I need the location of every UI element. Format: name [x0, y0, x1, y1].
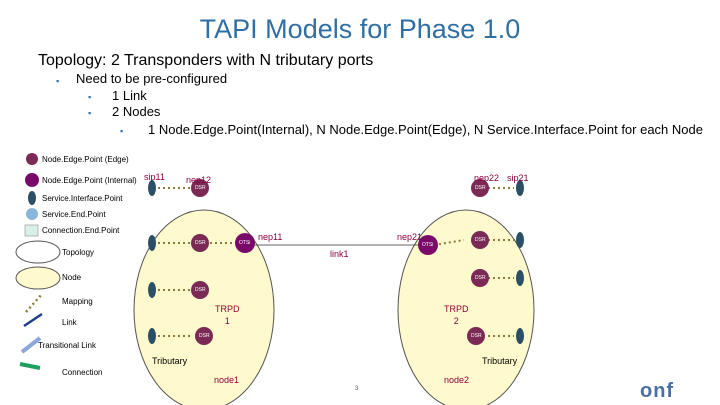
sip-icon [28, 191, 36, 205]
nep12-label: nep12 [186, 175, 212, 185]
nep-edge-icon [471, 269, 489, 287]
sip-icon [516, 270, 524, 286]
nep11-label: nep11 [258, 232, 283, 242]
trpd2-label: TRPD 2 [444, 304, 469, 326]
node-icon [15, 266, 61, 290]
legend-label: Node [62, 273, 82, 282]
nep-edge-icon [195, 327, 213, 345]
nep-internal-icon [418, 235, 438, 255]
tributary-label-right: Tributary [482, 356, 518, 366]
legend-label: Link [62, 318, 77, 327]
nep-edge-icon [471, 179, 489, 197]
nep22-label: nep22 [474, 173, 500, 183]
dsr-label: DSR [195, 287, 206, 293]
dsr-label: DSR [475, 275, 486, 281]
link-icon [23, 312, 43, 328]
legend-label: Node.Edge.Point (Internal) [42, 176, 137, 185]
bullet-1: Need to be pre-configured [76, 71, 228, 86]
nep-edge-icon [467, 327, 485, 345]
sip-icon [148, 328, 156, 344]
bullet-icon: ▪ [120, 126, 124, 136]
bullet-3: 2 Nodes [112, 104, 161, 119]
nep-edge-icon [471, 231, 489, 249]
slide-subtitle: Topology: 2 Transponders with N tributar… [38, 52, 374, 69]
bullet-2: 1 Link [112, 88, 147, 103]
nep-internal-icon [25, 173, 39, 187]
dsr-label: DSR [199, 333, 210, 339]
sip-icon [148, 235, 156, 251]
node1-shape [133, 209, 275, 405]
topology-icon [15, 240, 61, 264]
trpd1-label: TRPD 1 [215, 304, 240, 326]
page-number: 3 [355, 386, 359, 392]
otsi-label: OTSi [422, 242, 434, 248]
dsr-label: DSR [195, 185, 206, 191]
connection-icon [19, 362, 41, 370]
node1-label: node1 [214, 375, 240, 385]
bullet-4: 1 Node.Edge.Point(Internal), N Node.Edge… [148, 122, 703, 137]
nep-edge-icon [191, 281, 209, 299]
transitional-link-icon [20, 336, 42, 354]
bullet-icon: ▪ [56, 76, 60, 86]
node2-label: node2 [444, 375, 470, 385]
sip-icon [516, 232, 524, 248]
legend-label: Mapping [62, 297, 93, 306]
legend-label: Connection.End.Point [42, 226, 120, 235]
nep21-label: nep21 [397, 232, 423, 242]
legend-label: Service.End.Point [42, 210, 106, 219]
tributary-label-left: Tributary [152, 356, 188, 366]
nep-internal-icon [235, 233, 255, 253]
sip-icon [516, 180, 524, 196]
legend-label: Transitional Link [38, 341, 96, 350]
slide-title: TAPI Models for Phase 1.0 [199, 14, 521, 44]
mapping-icon [25, 293, 43, 313]
sip11-label: sip11 [144, 172, 165, 182]
bullet-icon: ▪ [88, 108, 92, 118]
nep-edge-icon [191, 234, 209, 252]
legend-label: Topology [62, 248, 95, 257]
mapping-line [433, 239, 465, 246]
onf-logo: onf [640, 380, 675, 402]
sip-icon [148, 282, 156, 298]
dsr-label: DSR [475, 237, 486, 243]
nep-edge-icon [191, 179, 209, 197]
dsr-label: DSR [471, 333, 482, 339]
cep-icon [24, 224, 39, 237]
service-end-point-icon [26, 208, 38, 220]
link1-label: link1 [330, 249, 349, 259]
sip21-label: sip21 [507, 173, 529, 183]
node2-shape [397, 209, 535, 405]
sip-icon [148, 180, 156, 196]
bullet-icon: ▪ [88, 92, 92, 102]
dsr-label: DSR [475, 185, 486, 191]
legend-label: Service.Interface.Point [42, 194, 123, 203]
legend-label: Node.Edge.Point (Edge) [42, 155, 129, 164]
nep-edge-icon [26, 153, 38, 165]
legend-label: Connection [62, 368, 103, 377]
dsr-label: DSR [195, 240, 206, 246]
otsi-label: OTSi [239, 240, 251, 246]
sip-icon [516, 328, 524, 344]
